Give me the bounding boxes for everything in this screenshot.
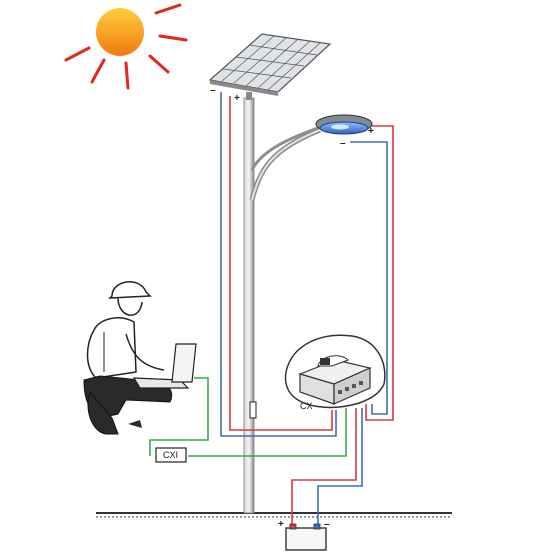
battery-negative-wire <box>317 408 363 528</box>
pole <box>243 97 321 514</box>
data-wire-controller <box>188 408 347 457</box>
panel-negative-sign: – <box>210 85 216 96</box>
controller-label: CX <box>300 401 313 411</box>
battery-icon <box>285 523 327 551</box>
panel-positive-wire <box>229 96 333 431</box>
panel-negative-wire <box>220 92 337 437</box>
solar-panel-icon <box>208 33 332 100</box>
sun-icon <box>64 3 188 90</box>
lamp-positive-wire <box>365 125 394 421</box>
ground <box>96 512 452 518</box>
charge-controller-icon <box>284 334 386 409</box>
lamp-negative-wire <box>350 141 388 415</box>
lamp-negative-sign: – <box>340 138 346 149</box>
battery-positive-sign: + <box>278 519 284 530</box>
interface-box-label: CXI <box>163 450 178 460</box>
battery-positive-wire <box>291 408 357 528</box>
battery-negative-sign: – <box>324 519 330 530</box>
wiring <box>149 92 394 528</box>
technician-with-laptop-icon <box>83 281 197 435</box>
lamp-positive-sign: + <box>368 126 374 137</box>
panel-positive-sign: + <box>234 93 240 104</box>
data-wire-laptop <box>149 377 209 456</box>
street-lamp-icon <box>315 114 373 135</box>
interface-box: CXI <box>155 447 187 463</box>
